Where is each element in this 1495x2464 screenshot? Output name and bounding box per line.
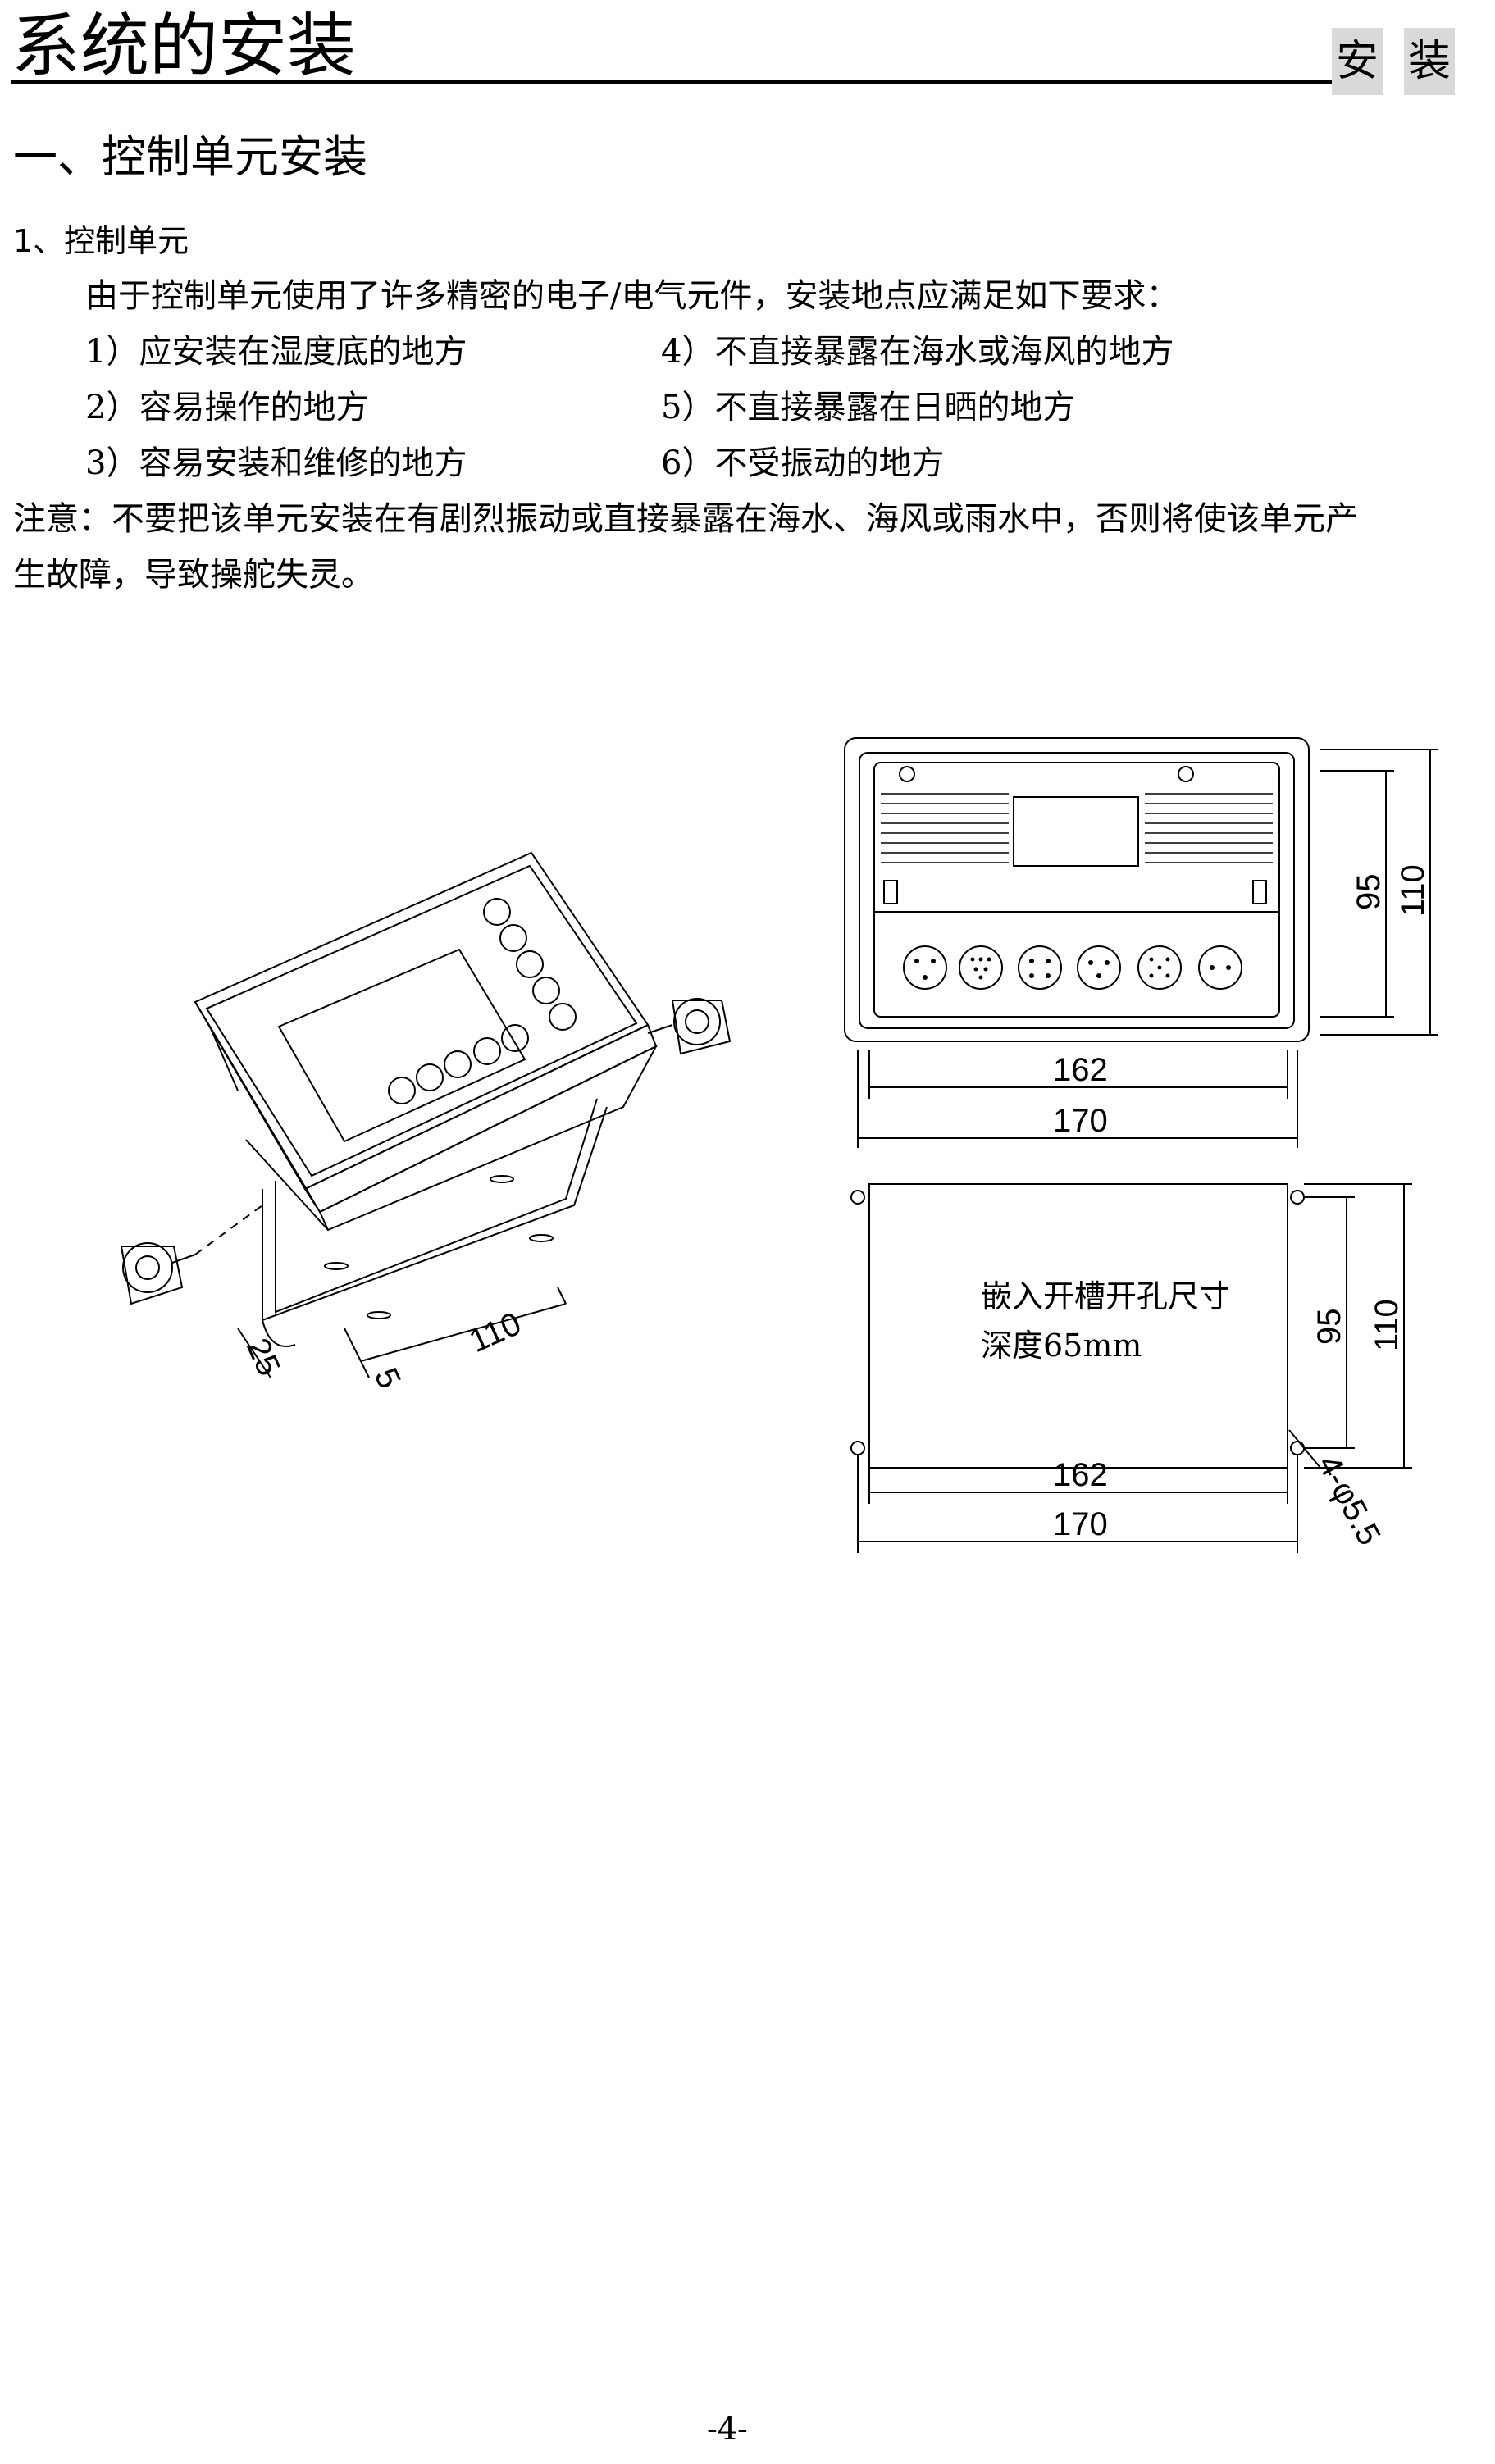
note-text-line2: 生故障，导致操舵失灵。 <box>13 556 374 594</box>
requirement-5: 5）不直接暴露在日晒的地方 <box>661 389 1076 426</box>
dim-cutout-outer-height: 110 <box>1369 1299 1405 1351</box>
dim-mounting-holes: 4-φ5.5 <box>1310 1450 1388 1551</box>
dim-bracket-5: 5 <box>367 1363 408 1394</box>
dim-cutout-inner-width: 162 <box>1053 1457 1108 1493</box>
chapter-tab-left: 安 <box>1332 28 1383 95</box>
isometric-unit-drawing <box>120 851 732 1378</box>
dim-rear-inner-width: 162 <box>1053 1052 1108 1088</box>
subsection-heading: 1、控制单元 <box>13 223 189 259</box>
rear-view-drawing <box>844 737 1438 1148</box>
requirement-2: 2）容易操作的地方 <box>85 389 369 426</box>
dim-rear-outer-height: 110 <box>1395 864 1431 917</box>
dim-bracket-110: 110 <box>464 1305 526 1360</box>
note-text-line1: 注意：不要把该单元安装在有剧烈振动或直接暴露在海水、海风或雨水中，否则将使该单元… <box>13 500 1358 538</box>
intro-text: 由于控制单元使用了许多精密的电子/电气元件，安装地点应满足如下要求： <box>85 277 1179 315</box>
chapter-tab-right: 装 <box>1404 28 1455 95</box>
title-underline <box>11 80 1333 84</box>
requirement-1: 1）应安装在湿度底的地方 <box>85 333 467 371</box>
dim-rear-outer-width: 170 <box>1053 1103 1108 1139</box>
requirement-3: 3）容易安装和维修的地方 <box>85 444 467 482</box>
cutout-drawing <box>850 1183 1412 1553</box>
section-heading: 一、控制单元安装 <box>13 131 367 183</box>
cutout-depth-label: 深度65mm <box>981 1328 1142 1364</box>
page-title: 系统的安装 <box>11 6 357 86</box>
dim-cutout-inner-height: 95 <box>1311 1309 1347 1346</box>
requirement-4: 4）不直接暴露在海水或海风的地方 <box>661 333 1174 371</box>
dim-rear-inner-height: 95 <box>1351 874 1387 911</box>
page-number: -4- <box>707 2411 748 2447</box>
requirement-6: 6）不受振动的地方 <box>661 444 945 482</box>
dim-cutout-outer-width: 170 <box>1053 1506 1108 1542</box>
cutout-label: 嵌入开槽开孔尺寸 <box>981 1278 1230 1314</box>
